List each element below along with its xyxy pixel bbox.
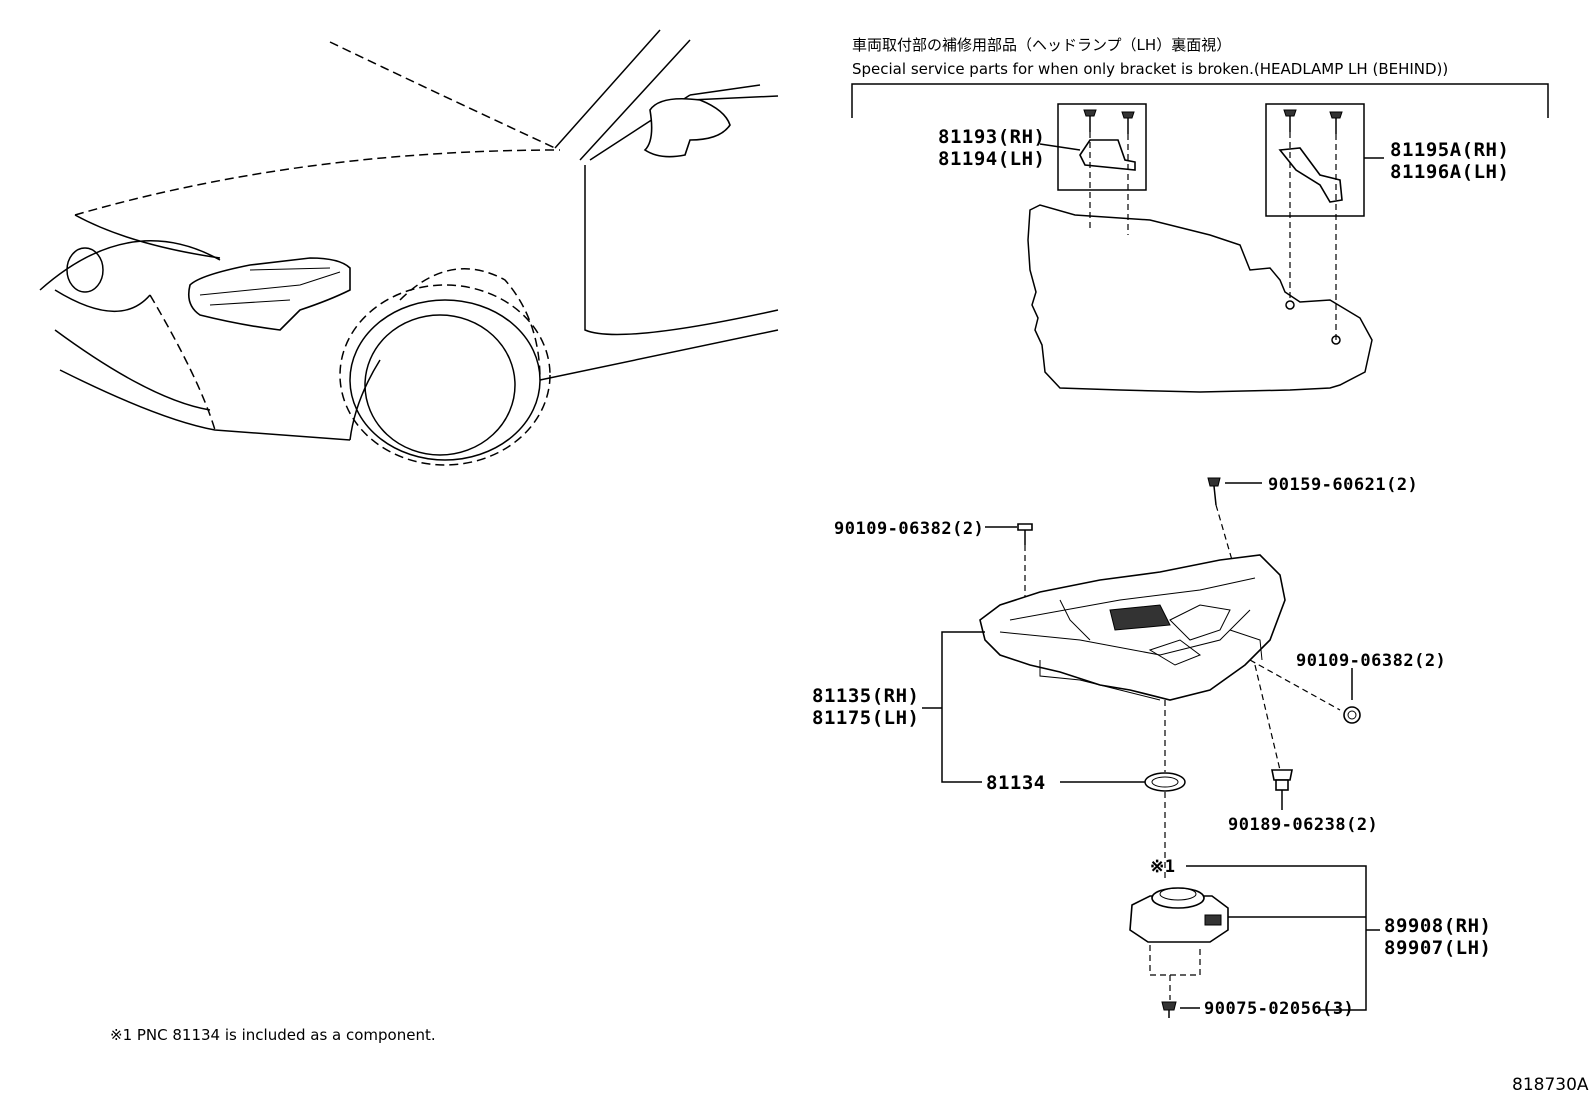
part-81135: 81135(RH) xyxy=(812,685,919,707)
part-90189: 90189-06238(2) xyxy=(1228,815,1378,835)
part-89907: 89907(LH) xyxy=(1384,937,1491,959)
headlamp-back-outline xyxy=(1027,204,1373,393)
diagram-code: 818730A xyxy=(1512,1075,1589,1095)
en-title: Special service parts for when only brac… xyxy=(852,60,1448,78)
jp-title: 車両取付部の補修用部品（ヘッドランプ（LH）裏面視） xyxy=(852,36,1231,54)
ballast-leader-line xyxy=(1186,865,1367,1011)
part-81195a: 81195A(RH) xyxy=(1390,139,1509,161)
bracket-81195a-box xyxy=(1265,103,1365,217)
part-90109-right: 90109-06382(2) xyxy=(1296,651,1446,671)
part-81134: 81134 xyxy=(986,772,1046,794)
note-mark: ※1 xyxy=(1150,857,1175,877)
part-90159: 90159-60621(2) xyxy=(1268,475,1418,495)
part-81175: 81175(LH) xyxy=(812,707,919,729)
part-81194: 81194(LH) xyxy=(938,148,1045,170)
gasket-ring-icon xyxy=(1144,772,1186,792)
part-90109-top: 90109-06382(2) xyxy=(834,519,984,539)
ballast-unit xyxy=(1129,887,1229,943)
part-89908: 89908(RH) xyxy=(1384,915,1491,937)
part-81193: 81193(RH) xyxy=(938,126,1045,148)
assembly-leader-line xyxy=(941,631,985,783)
headlamp-assembly xyxy=(979,554,1286,701)
part-81196a: 81196A(LH) xyxy=(1390,161,1509,183)
bracket-part-icon xyxy=(1079,139,1136,171)
nut-icon xyxy=(1343,706,1361,724)
part-90075: 90075-02056(3) xyxy=(1204,999,1354,1019)
screw-icon xyxy=(1207,477,1221,506)
bracket-part-icon xyxy=(1278,147,1343,203)
clip-icon xyxy=(1271,769,1293,791)
bolt-icon xyxy=(1017,523,1033,545)
service-parts-bracket xyxy=(851,83,1549,118)
car-front-illustration xyxy=(39,29,779,466)
screw-icon xyxy=(1121,111,1135,134)
screw-icon xyxy=(1083,109,1097,132)
screw-icon xyxy=(1329,111,1343,134)
screw-icon xyxy=(1161,1001,1177,1018)
screw-icon xyxy=(1283,109,1297,132)
footnote: ※1 PNC 81134 is included as a component. xyxy=(110,1026,436,1044)
